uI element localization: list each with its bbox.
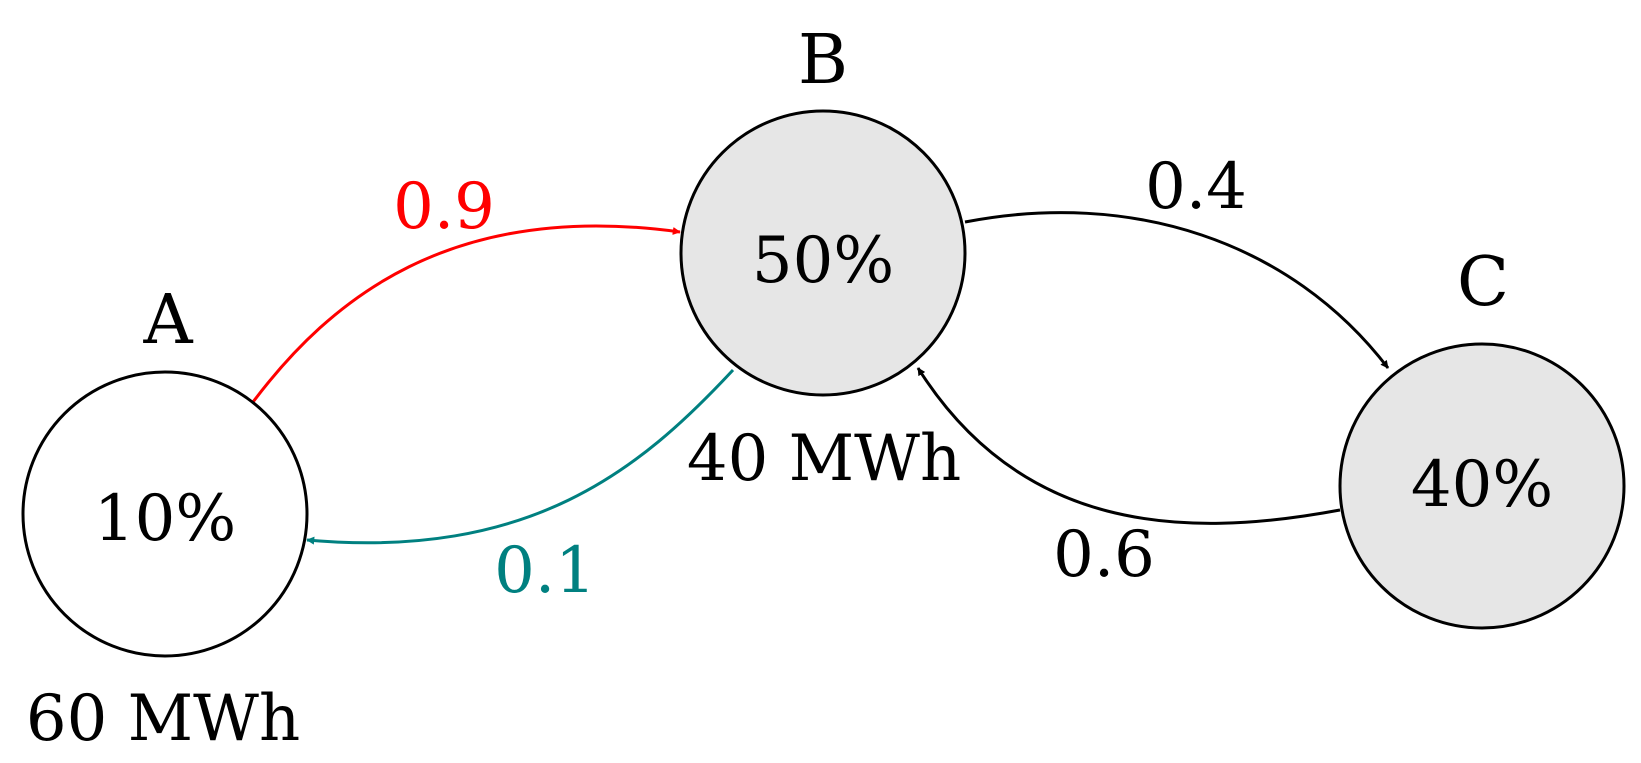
node-a-label: A — [142, 281, 193, 360]
node-b-value: 50% — [752, 224, 894, 298]
edge-label-a-to-b: 0.9 — [393, 170, 495, 244]
node-b-circle — [679, 109, 967, 397]
node-c-circle — [1338, 342, 1626, 630]
node-c-value: 40% — [1411, 448, 1553, 522]
node-a-circle — [21, 370, 309, 658]
node-b: B 50% 40 MWh — [679, 21, 967, 496]
edge-label-b-to-a: 0.1 — [494, 534, 596, 608]
node-c: C 40% — [1338, 243, 1626, 630]
edge-a-to-b — [251, 224, 681, 403]
edge-label-b-to-c: 0.4 — [1145, 150, 1247, 224]
node-b-label: B — [798, 21, 848, 100]
node-a: A 10% 60 MWh — [21, 281, 309, 756]
edge-c-to-b — [916, 367, 1341, 525]
node-b-energy: 40 MWh — [687, 422, 961, 496]
edge-label-c-to-b: 0.6 — [1053, 518, 1155, 592]
node-a-energy: 60 MWh — [26, 682, 300, 756]
node-c-label: C — [1457, 243, 1509, 322]
edge-b-to-c — [964, 211, 1390, 369]
edge-b-to-a — [306, 368, 735, 545]
node-a-value: 10% — [94, 482, 236, 556]
